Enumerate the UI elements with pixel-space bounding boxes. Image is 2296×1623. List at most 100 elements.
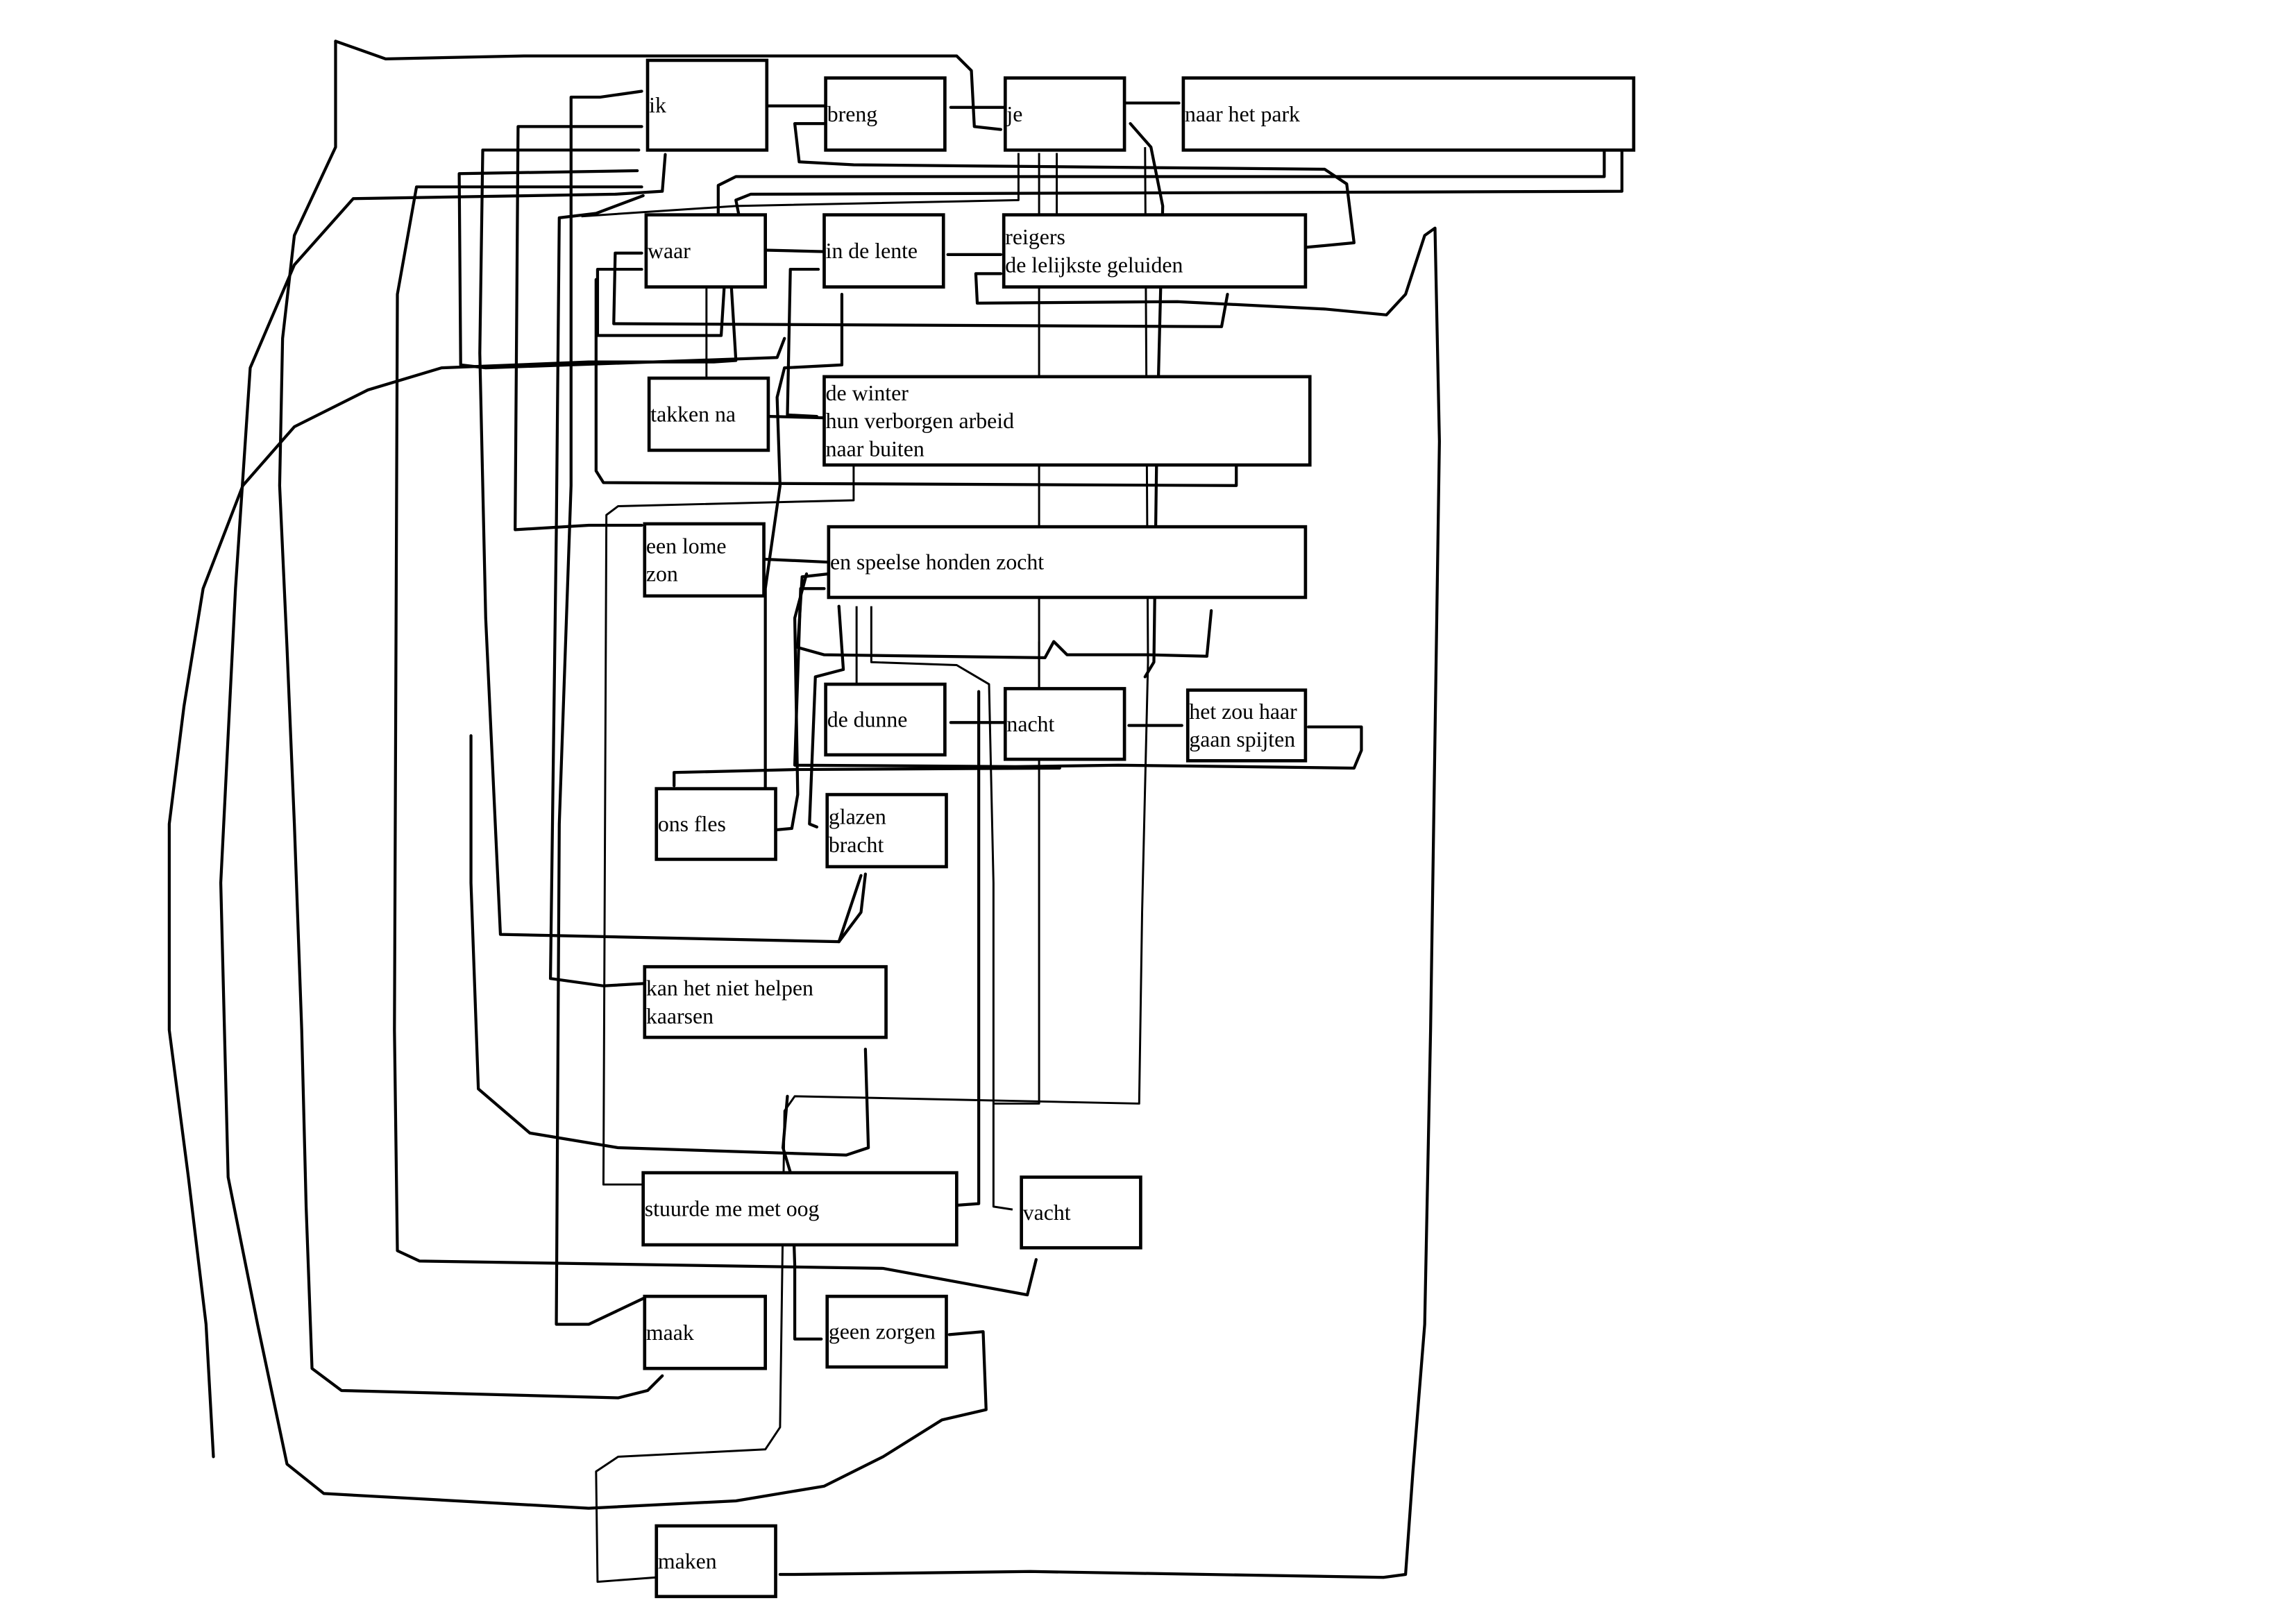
connector-line <box>555 90 646 1326</box>
connector-line <box>595 147 1149 1583</box>
node-box <box>822 213 945 289</box>
node-label: reigers <box>1005 225 1065 249</box>
node-label: hun verborgen arbeid <box>826 409 1014 433</box>
node-box <box>655 787 777 861</box>
node-box <box>824 76 947 152</box>
connector-line <box>602 465 855 1186</box>
connector-line <box>673 766 1061 788</box>
connector-line <box>716 145 1606 216</box>
node-ik: ik <box>645 58 769 152</box>
connector-line <box>993 153 1040 1105</box>
connector-line <box>793 122 1356 249</box>
node-label: naar buiten <box>826 436 925 461</box>
node-box <box>1002 213 1308 289</box>
node-label: in de lente <box>826 239 918 263</box>
node-box <box>647 376 770 452</box>
node-label: geen zorgen <box>829 1320 936 1344</box>
node-label: nacht <box>1006 712 1054 736</box>
connector-line <box>870 606 1013 1211</box>
node-box <box>655 1524 777 1599</box>
connector-line <box>469 734 870 1157</box>
node-label: zon <box>646 562 678 586</box>
node-label: een lome <box>646 534 727 558</box>
node-box <box>827 525 1308 600</box>
node-box <box>644 213 767 289</box>
node-label: en speelse honden zocht <box>830 550 1044 575</box>
node-de-dunne: de dunne <box>824 682 947 757</box>
node-naar-het-park: naar het park <box>1181 76 1636 152</box>
node-label: vacht <box>1023 1200 1071 1225</box>
node-breng: breng <box>824 76 947 152</box>
node-label: ik <box>649 93 666 117</box>
node-box <box>643 965 888 1039</box>
node-ons-fles: ons fles <box>655 787 777 861</box>
node-box <box>824 682 947 757</box>
node-label: gaan spijten <box>1189 727 1295 751</box>
node-label: de lelijkste geluiden <box>1005 253 1183 277</box>
connector-line <box>1129 122 1165 679</box>
connector-line <box>612 251 1229 328</box>
node-label: waar <box>648 239 691 263</box>
node-box <box>1185 688 1308 763</box>
connector-line <box>594 278 1238 487</box>
node-je: je <box>1003 76 1126 152</box>
node-box <box>1003 76 1126 152</box>
node-glazen-bracht: glazen bracht <box>825 792 948 869</box>
node-label: maak <box>646 1320 694 1345</box>
node-label: takken na <box>650 402 736 427</box>
node-label: de winter <box>826 381 909 405</box>
connector-line <box>734 145 1623 216</box>
connector-line <box>167 287 738 1459</box>
node-en-speelse-honden-zocht: en speelse honden zocht <box>827 525 1308 600</box>
node-label: het zou haar <box>1189 699 1297 724</box>
node-box <box>825 792 948 869</box>
node-label: ons fles <box>658 812 726 836</box>
node-takken-na: takken na <box>647 376 770 452</box>
connector-line <box>778 226 1441 1579</box>
connector-line <box>393 185 1038 1297</box>
node-reigers: reigers de lelijkste geluiden <box>1002 213 1308 289</box>
connector-line <box>793 587 1363 770</box>
node-label: bracht <box>829 833 884 857</box>
node-vacht: vacht <box>1020 1175 1142 1250</box>
connector-line <box>774 572 809 832</box>
node-kan-het-niet-helpen: kan het niet helpen kaarsen <box>643 965 888 1039</box>
diagram-nodes: ik breng je naar het park waar in de lente rei… <box>641 58 1636 1599</box>
connector-line <box>762 557 829 564</box>
node-de-winter: de winter hun verborgen arbeid naar buiten <box>822 375 1312 467</box>
connector-line <box>768 415 829 420</box>
node-nacht: nacht <box>1003 687 1126 761</box>
node-box <box>1003 687 1126 761</box>
node-label: kaarsen <box>646 1004 714 1028</box>
node-waar: waar <box>644 213 767 289</box>
node-label: je <box>1006 102 1022 126</box>
node-label: kan het niet helpen <box>646 976 813 1001</box>
node-label: de dunne <box>827 708 908 732</box>
node-box <box>641 1171 959 1247</box>
node-label: stuurde me met oog <box>645 1197 820 1221</box>
node-box <box>643 522 766 598</box>
connector-line <box>837 872 867 944</box>
node-maak: maak <box>643 1294 767 1370</box>
node-box <box>822 375 1312 467</box>
node-box <box>645 58 769 152</box>
node-een-lome-zon: een lome zon <box>643 522 766 598</box>
node-box <box>643 1294 767 1370</box>
connector-lines <box>167 40 1623 1583</box>
connector-line <box>581 153 1020 218</box>
node-het-zou-haar: het zou haar gaan spijten <box>1185 688 1308 763</box>
node-label: glazen <box>829 805 886 829</box>
node-label: maken <box>658 1549 717 1574</box>
node-geen-zorgen: geen zorgen <box>825 1294 948 1369</box>
node-in-de-lente: in de lente <box>822 213 945 289</box>
node-box <box>1020 1175 1142 1250</box>
node-stuurde-me-met-oog: stuurde me met oog <box>641 1171 959 1247</box>
connector-line <box>334 40 1003 131</box>
connector-line <box>808 604 845 829</box>
node-label: breng <box>827 102 877 126</box>
node-box <box>825 1294 948 1369</box>
connector-line <box>219 153 988 1510</box>
node-label: naar het park <box>1185 102 1300 126</box>
node-maken: maken <box>655 1524 777 1599</box>
